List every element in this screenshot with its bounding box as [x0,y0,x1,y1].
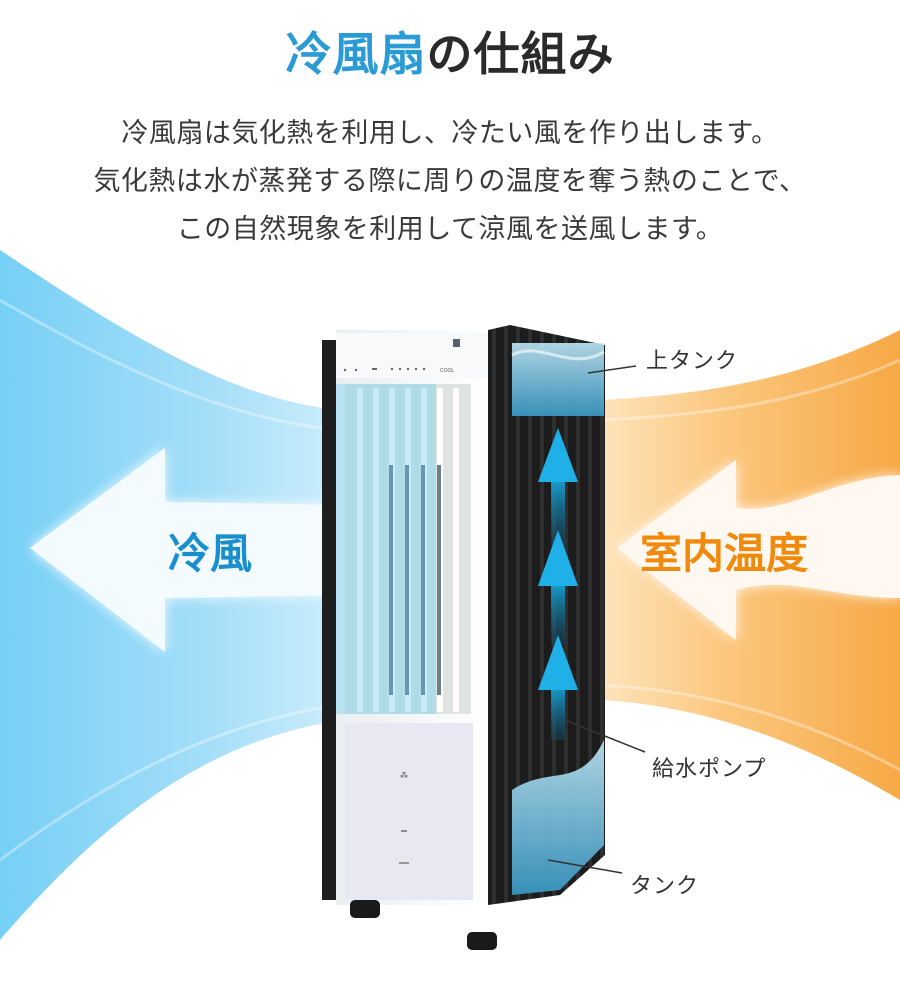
warm-air-arrow [617,460,900,640]
airflow-diagram: COOL ⁂ [0,250,900,950]
description-line: 気化熱は水が蒸発する際に周りの温度を奪う熱のことで、 [93,166,807,197]
cool-air-label: 冷風 [168,529,253,578]
title-accent: 冷風扇 [285,27,427,81]
callout-line-upper-tank [587,365,637,374]
callout-line-water-pump [566,720,646,753]
callout-upper-tank: 上タンク [646,349,739,374]
cooler-fan-appliance: COOL ⁂ [322,325,605,950]
title-rest: の仕組み [426,27,615,81]
room-temperature-label: 室内温度 [640,529,809,578]
pump-flow-arrows [538,428,578,740]
callout-tank: タンク [630,874,700,899]
description: 冷風扇は気化熱を利用し、冷たい風を作り出します。 気化熱は水が蒸発する際に周りの… [0,110,900,254]
callout-line-tank [547,859,623,874]
svg-text:COOL: COOL [440,368,454,374]
callout-water-pump: 給水ポンプ [652,757,767,782]
cool-air-arrow [30,448,345,652]
description-line: 冷風扇は気化熱を利用し、冷たい風を作り出します。 [121,118,779,149]
svg-text:⁂: ⁂ [400,770,408,780]
page-title: 冷風扇の仕組み [0,26,900,82]
description-line: この自然現象を利用して涼風を送風します。 [176,214,724,245]
